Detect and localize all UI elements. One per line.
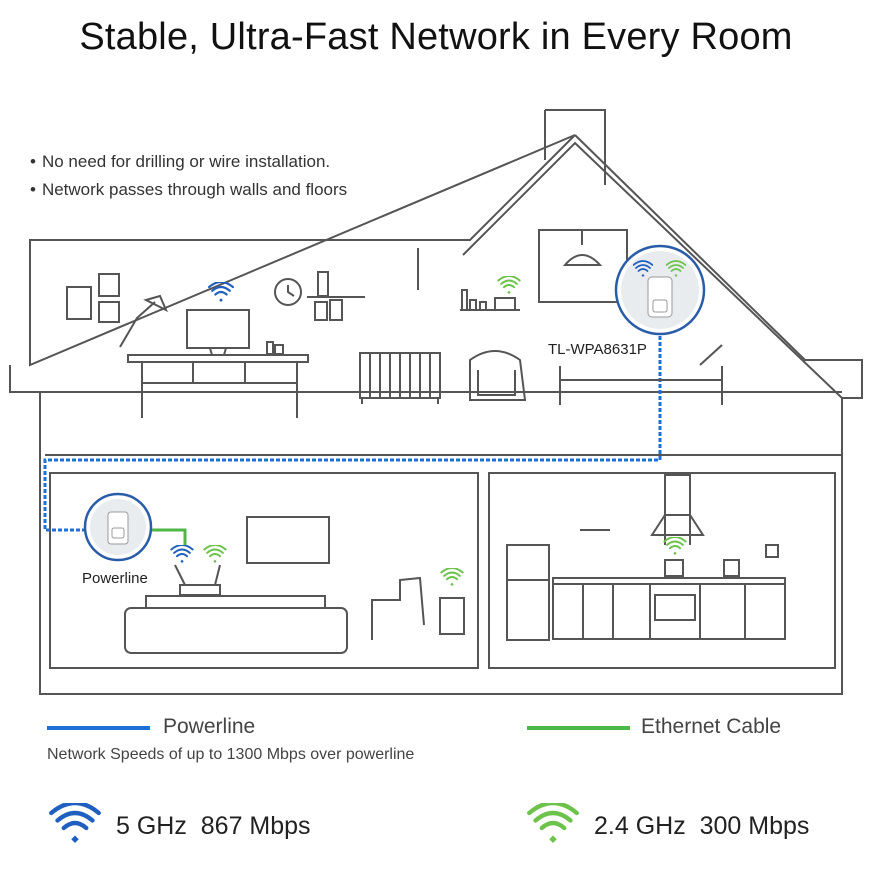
powerline-label: Powerline xyxy=(82,570,148,587)
legend-ethernet-text: Ethernet Cable xyxy=(641,715,782,738)
speed-5ghz: 5 GHz 867 Mbps xyxy=(116,812,311,841)
rate-label: 300 Mbps xyxy=(699,812,810,840)
page-title: Stable, Ultra-Fast Network in Every Room xyxy=(79,16,793,58)
house-outline xyxy=(9,109,863,695)
bedroom-furniture xyxy=(359,229,723,405)
feature-bullets: No need for drilling or wire installatio… xyxy=(30,148,347,204)
legend-powerline-text: Powerline xyxy=(163,715,256,738)
wifi-icon-24ghz xyxy=(529,803,577,843)
kitchen xyxy=(506,474,786,641)
office-furniture xyxy=(66,271,365,418)
ethernet-cable xyxy=(148,528,187,545)
bullet-item: Network passes through walls and floors xyxy=(30,176,347,204)
extender-label: TL-WPA8631P xyxy=(548,341,647,358)
bullet-item: No need for drilling or wire installatio… xyxy=(30,148,347,176)
band-label: 2.4 GHz xyxy=(594,812,686,840)
band-label: 5 GHz xyxy=(116,812,187,840)
rate-label: 867 Mbps xyxy=(200,812,311,840)
speed-note: Network Speeds of up to 1300 Mbps over p… xyxy=(47,746,415,763)
speed-24ghz: 2.4 GHz 300 Mbps xyxy=(594,812,809,841)
powerline-cable xyxy=(43,318,662,532)
powerline-device xyxy=(83,492,153,562)
wifi-icon-5ghz xyxy=(51,803,99,843)
extender-device xyxy=(614,244,706,336)
living-room xyxy=(124,516,465,654)
